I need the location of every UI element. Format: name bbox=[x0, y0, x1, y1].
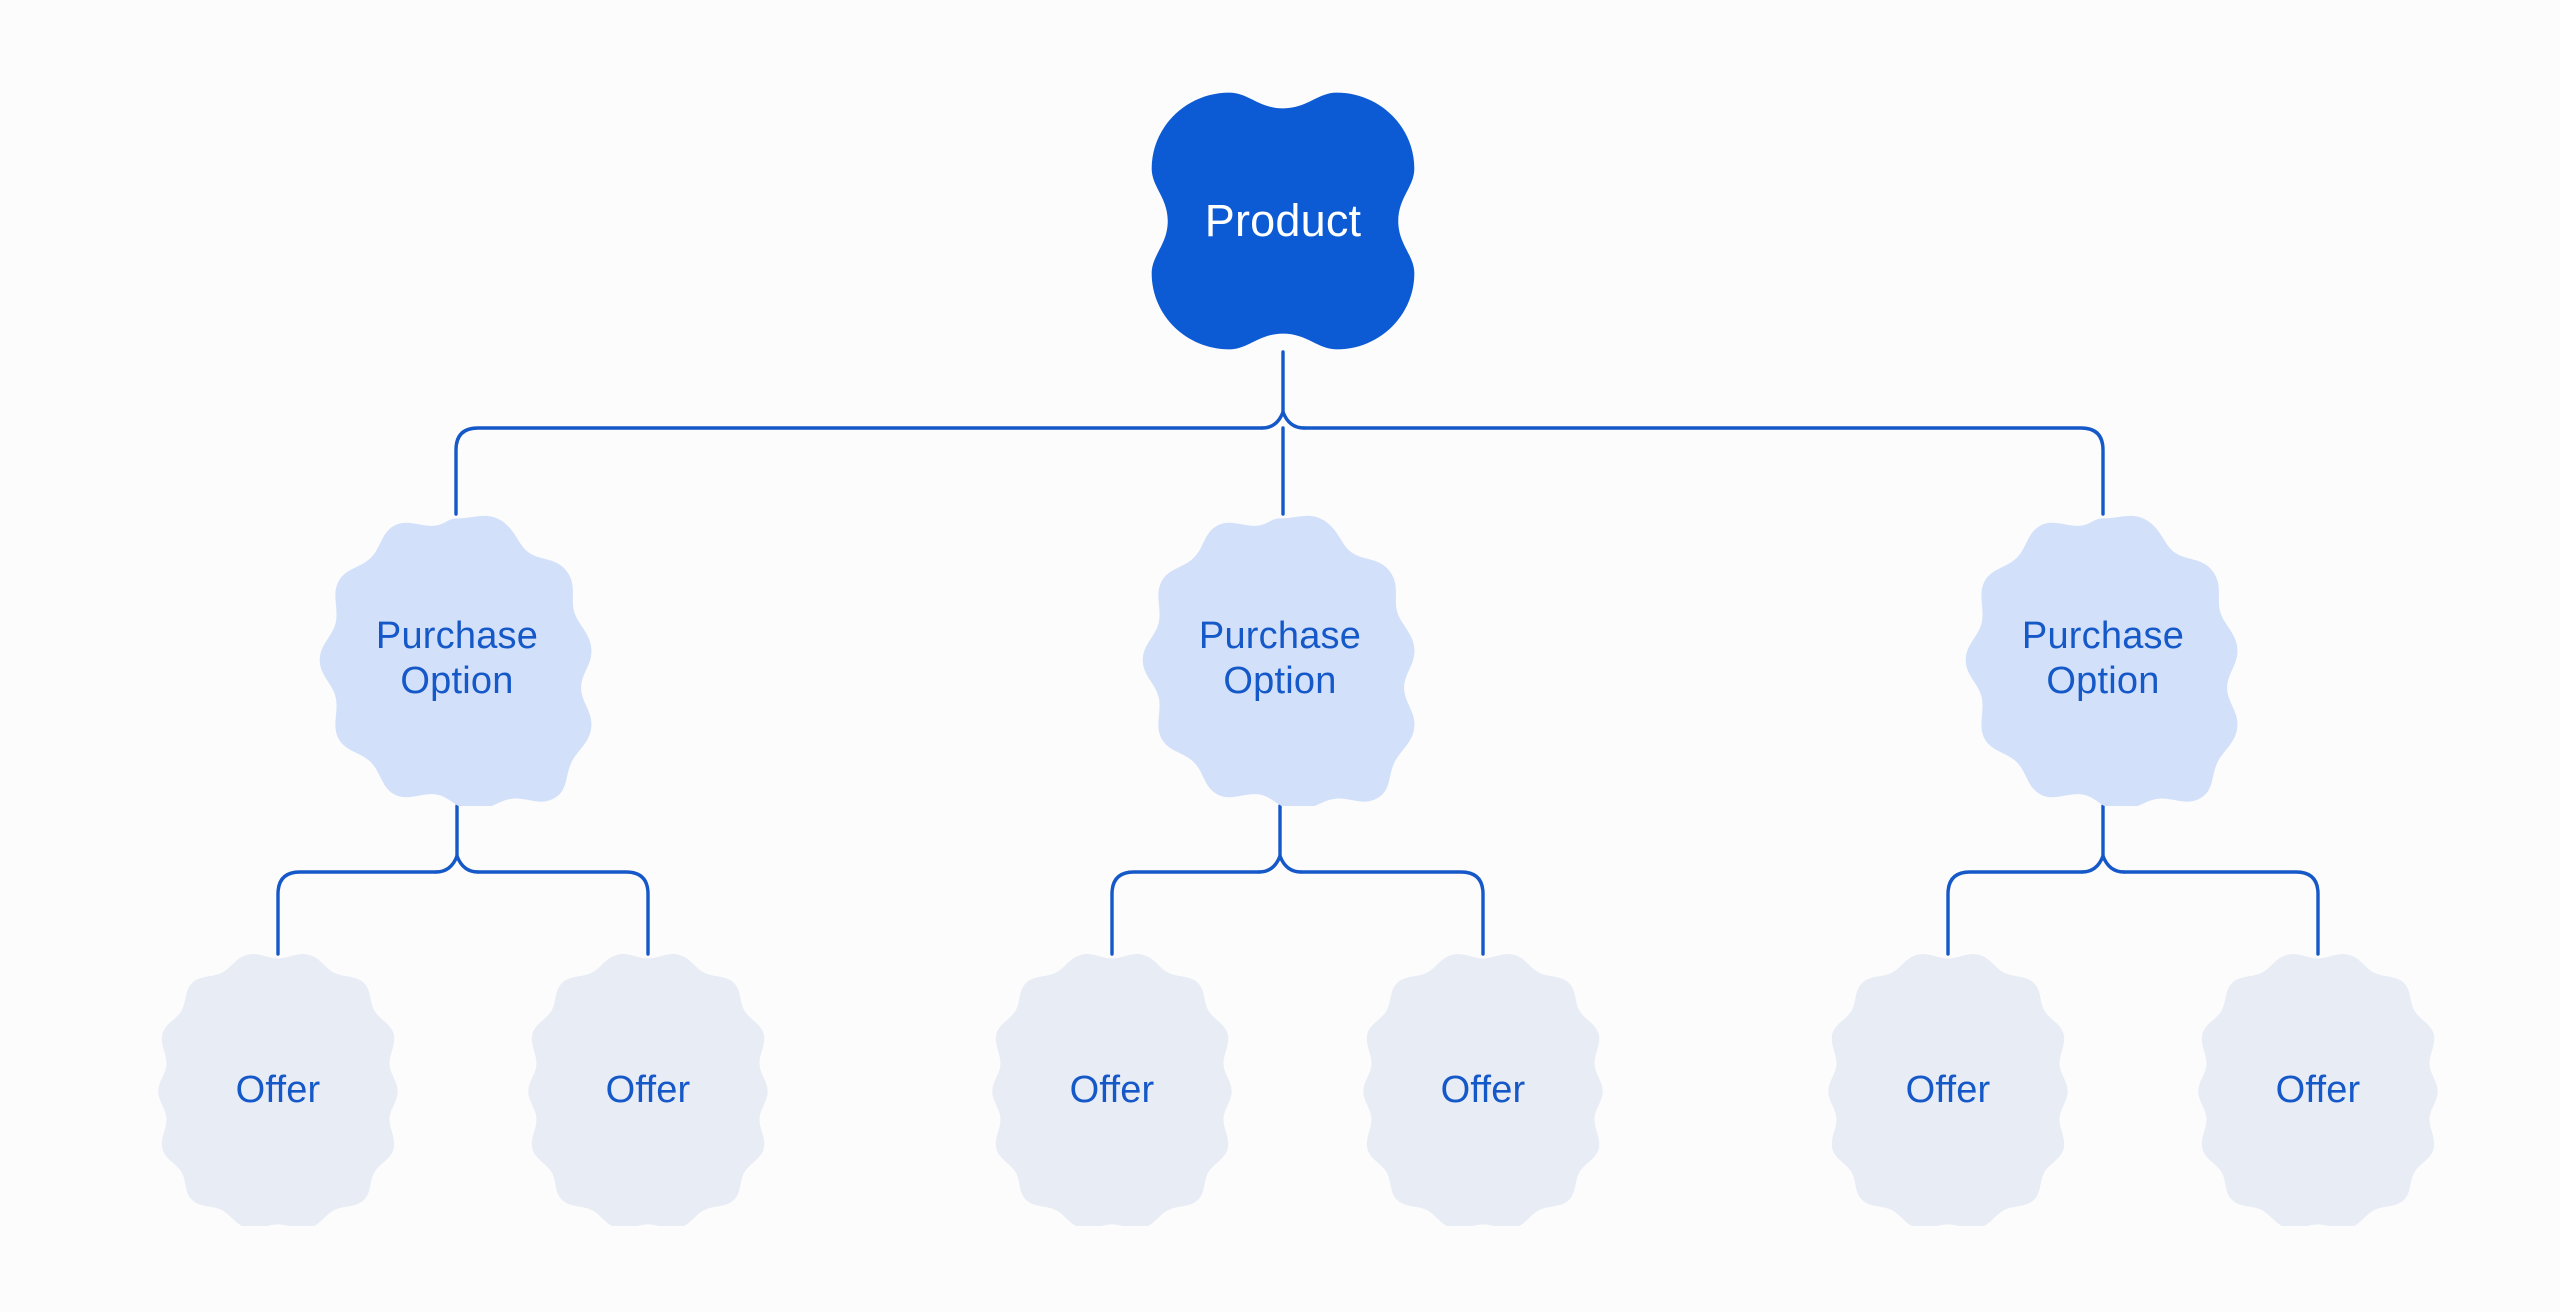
node-offer-4[interactable]: Offer bbox=[1347, 954, 1619, 1226]
product-blob-icon bbox=[1151, 92, 1415, 350]
node-offer-1[interactable]: Offer bbox=[142, 954, 414, 1226]
offer-scallop-icon bbox=[158, 954, 398, 1226]
offer-scallop-icon bbox=[1828, 954, 2068, 1226]
offer-scallop-icon bbox=[528, 954, 768, 1226]
offer-scallop-icon bbox=[2198, 954, 2438, 1226]
edge-po3-to-offer5 bbox=[1946, 870, 2084, 956]
edge-po2-to-offer4 bbox=[1299, 870, 1485, 956]
node-offer-3[interactable]: Offer bbox=[976, 954, 1248, 1226]
edge-bus-level1-right bbox=[1302, 426, 2105, 516]
edge-po1-cusp bbox=[434, 854, 480, 874]
node-product[interactable]: Product bbox=[1149, 90, 1417, 352]
node-offer-label: Offer bbox=[2275, 1068, 2361, 1111]
node-offer-5[interactable]: Offer bbox=[1812, 954, 2084, 1226]
edge-bus-level1-left bbox=[454, 426, 1264, 516]
edge-po1-to-offer2 bbox=[476, 870, 650, 956]
node-purchase-option-label: Purchase Option bbox=[375, 615, 539, 702]
edge-product-cusp bbox=[1260, 410, 1306, 430]
node-offer-label: Offer bbox=[1440, 1068, 1526, 1111]
node-product-label: Product bbox=[1204, 195, 1362, 247]
node-purchase-option-label: Purchase Option bbox=[2021, 615, 2185, 702]
node-purchase-option-1[interactable]: Purchase Option bbox=[311, 514, 603, 806]
node-offer-label: Offer bbox=[1069, 1068, 1155, 1111]
node-purchase-option-2[interactable]: Purchase Option bbox=[1134, 514, 1426, 806]
offer-scallop-icon bbox=[1363, 954, 1603, 1226]
node-purchase-option-label: Purchase Option bbox=[1198, 615, 1362, 702]
edge-po3-cusp bbox=[2080, 854, 2126, 874]
purchase-option-scallop-icon bbox=[1965, 515, 2238, 806]
purchase-option-scallop-icon bbox=[319, 515, 592, 806]
node-offer-2[interactable]: Offer bbox=[512, 954, 784, 1226]
edge-po2-to-offer3 bbox=[1110, 870, 1261, 956]
purchase-option-scallop-icon bbox=[1142, 515, 1415, 806]
node-offer-label: Offer bbox=[1905, 1068, 1991, 1111]
edge-po2-cusp bbox=[1257, 854, 1303, 874]
node-offer-6[interactable]: Offer bbox=[2182, 954, 2454, 1226]
offer-scallop-icon bbox=[992, 954, 1232, 1226]
node-purchase-option-3[interactable]: Purchase Option bbox=[1957, 514, 2249, 806]
edge-po1-to-offer1 bbox=[276, 870, 438, 956]
node-offer-label: Offer bbox=[235, 1068, 321, 1111]
node-offer-label: Offer bbox=[605, 1068, 691, 1111]
edge-po3-to-offer6 bbox=[2122, 870, 2320, 956]
